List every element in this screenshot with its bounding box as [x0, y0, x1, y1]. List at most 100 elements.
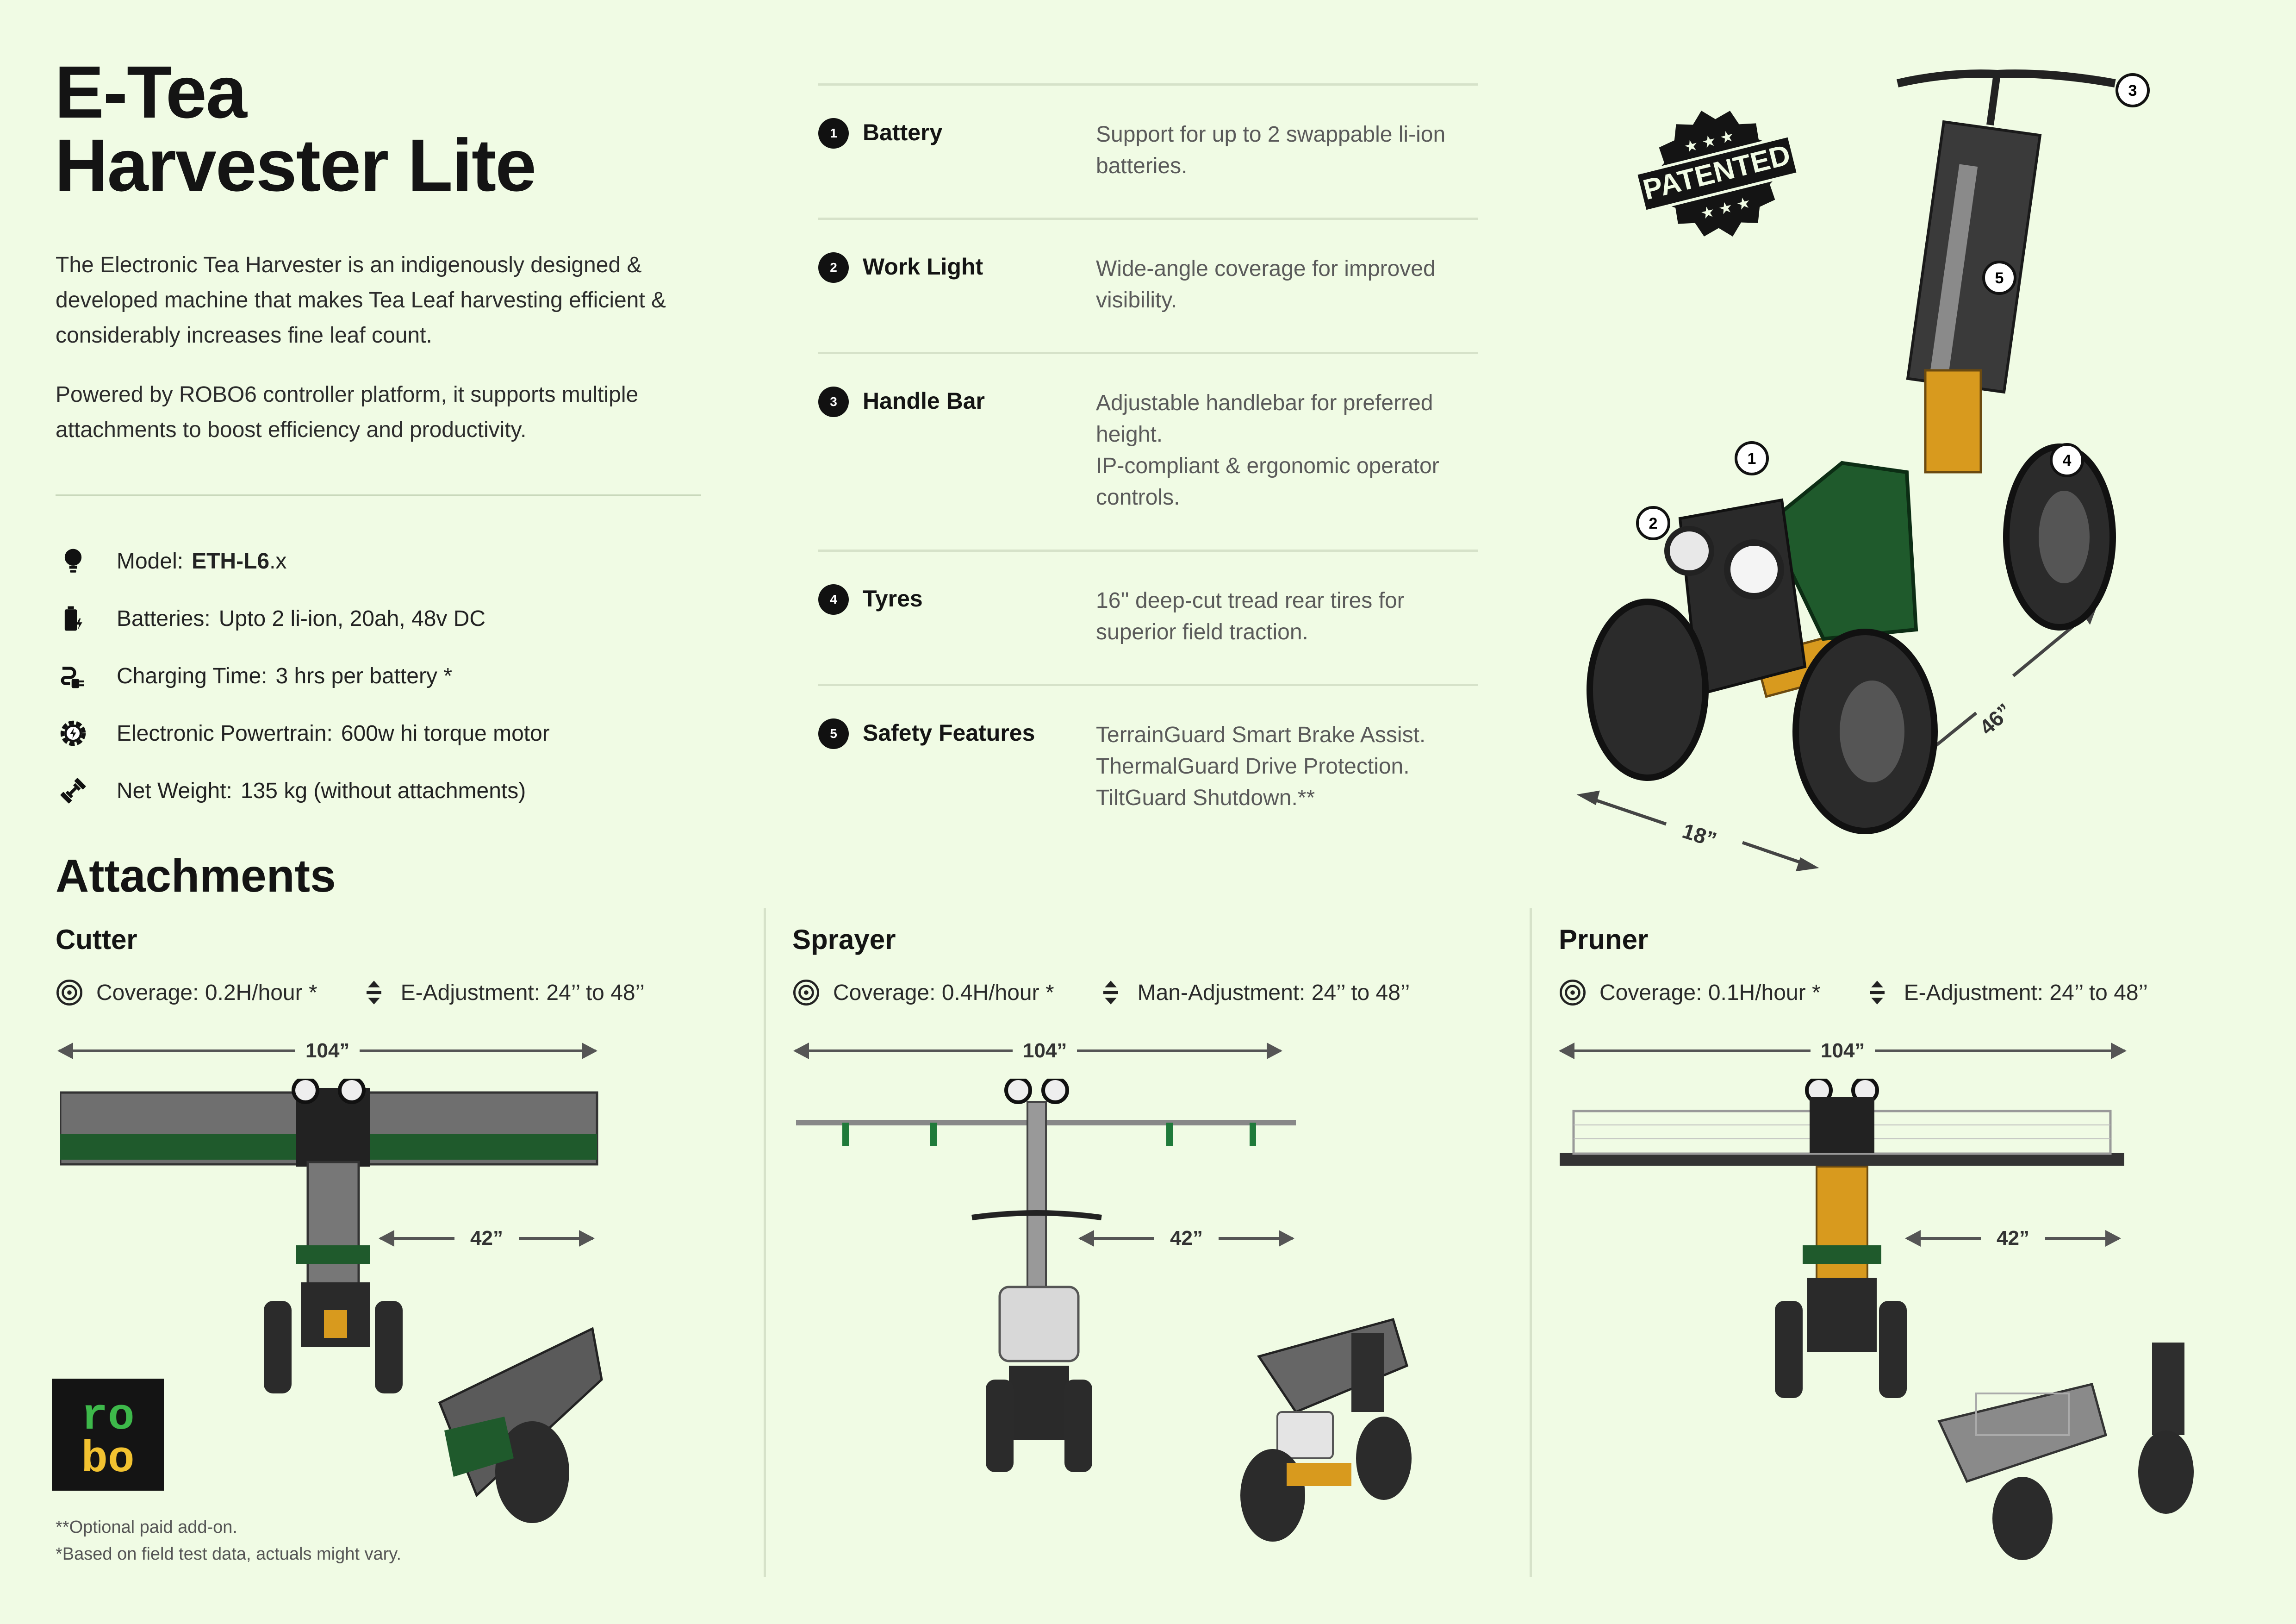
dimension-track-label: 42”: [1170, 1227, 1203, 1249]
track-dimension-sprayer: 42”: [1078, 1227, 1294, 1250]
feature-title: 5 Safety Features: [818, 718, 1096, 839]
feature-title: 1 Battery: [818, 118, 1096, 218]
hero-dim-height: 46”: [1975, 699, 2016, 739]
spec-powertrain: Electronic Powertrain: 600w hi torque mo…: [55, 705, 550, 762]
page-title: E-Tea Harvester Lite: [55, 50, 536, 206]
front-wheel-right: [1792, 629, 1938, 834]
charger-icon: [55, 657, 92, 694]
track-dimension-pruner: 42”: [1905, 1227, 2121, 1250]
feature-name: Battery: [863, 119, 943, 145]
handlebar-stem: [1986, 73, 2001, 126]
dimension-track-label: 42”: [1997, 1227, 2029, 1249]
adjustment-value: 24’’ to 48’’: [1311, 980, 1410, 1005]
front-wheel-left: [1587, 599, 1709, 781]
feature-title: 4 Tyres: [818, 584, 1096, 684]
adjustment-value: 24’’ to 48’’: [546, 980, 645, 1005]
battery-icon: [55, 600, 92, 637]
adjustment-label: E-Adjustment:: [400, 980, 541, 1005]
feature-battery: 1 Battery Support for up to 2 swappable …: [818, 86, 1478, 218]
height-adjust-icon: [1869, 981, 1885, 1005]
dimension-width-label: 104”: [305, 1039, 350, 1062]
hero-dim-width: 18”: [1680, 818, 1720, 852]
dumbbell-icon: [55, 772, 92, 809]
spec-model: Model: ETH-L6.x: [55, 532, 550, 590]
footnotes: **Optional paid add-on. *Based on field …: [56, 1514, 401, 1568]
coverage-icon: [56, 980, 82, 1006]
attachment-meta-sprayer: Coverage: 0.4H/hour * Man-Adjustment: 24…: [791, 978, 1410, 1007]
feature-tyres: 4 Tyres 16'' deep-cut tread rear tires f…: [818, 552, 1478, 684]
spec-label: Electronic Powertrain:: [117, 721, 333, 746]
title-line-1: E-Tea: [55, 50, 247, 133]
spec-label: Batteries:: [117, 606, 211, 631]
height-adjust-icon: [366, 981, 381, 1005]
spec-list: Model: ETH-L6.x Batteries: Upto 2 li-ion…: [55, 532, 550, 819]
logo-mark: ro bo: [81, 1392, 134, 1485]
feature-number: 2: [818, 252, 849, 283]
track-dimension-cutter: 42”: [379, 1227, 595, 1250]
feature-description: Adjustable handlebar for preferred heigh…: [1096, 391, 1439, 510]
attachment-name-cutter: Cutter: [56, 924, 137, 955]
gear-power-icon: [55, 715, 92, 752]
spec-value: ETH-L6.x: [192, 549, 286, 574]
spec-label: Net Weight:: [117, 778, 232, 803]
divider: [818, 83, 1478, 86]
frame-orange: [1924, 369, 1982, 474]
feature-number: 4: [818, 584, 849, 615]
attachment-meta-cutter: Coverage: 0.2H/hour * E-Adjustment: 24’’…: [55, 978, 645, 1007]
intro-paragraph-1: The Electronic Tea Harvester is an indig…: [56, 253, 666, 348]
width-dimension-sprayer: 104”: [793, 1039, 1300, 1062]
feature-title: 2 Work Light: [818, 252, 1096, 352]
column-divider: [1530, 908, 1532, 1577]
handlebar: [1897, 69, 2116, 87]
spec-value: Upto 2 li-ion, 20ah, 48v DC: [218, 606, 486, 631]
pruner-attachment-image: [1560, 1079, 2194, 1560]
adjustment-label: Man-Adjustment:: [1137, 980, 1306, 1005]
divider: [818, 218, 1478, 220]
title-line-2: Harvester Lite: [55, 124, 536, 206]
spec-value: 3 hrs per battery *: [275, 663, 452, 688]
feature-work-light: 2 Work Light Wide-angle coverage for imp…: [818, 220, 1478, 352]
feature-description: Wide-angle coverage for improved visibil…: [1096, 256, 1436, 312]
callout-1: 1: [1748, 450, 1756, 468]
width-dimension-cutter: 104”: [57, 1039, 601, 1062]
callout-4: 4: [2063, 452, 2072, 469]
model-suffix: .x: [269, 549, 287, 574]
feature-number: 5: [818, 718, 849, 749]
callout-markers: 3 5 1 4 2: [1636, 73, 2150, 540]
model-code: ETH-L6: [192, 549, 270, 574]
patented-seal: PATENTED ★ ★ ★ ★ ★ ★: [1634, 111, 1800, 237]
callout-5: 5: [1995, 269, 2004, 287]
spec-charging-time: Charging Time: 3 hrs per battery *: [55, 647, 550, 705]
feature-description: 16'' deep-cut tread rear tires for super…: [1096, 588, 1405, 644]
intro-paragraph-2: Powered by ROBO6 controller platform, it…: [56, 382, 639, 442]
footnote-2: *Based on field test data, actuals might…: [56, 1544, 402, 1564]
coverage-label: Coverage:: [96, 980, 199, 1005]
intro-text: The Electronic Tea Harvester is an indig…: [56, 248, 727, 472]
rear-wheel: [2003, 443, 2116, 631]
coverage-value: 0.1H/hour *: [1708, 980, 1821, 1005]
cutter-attachment-image: [60, 1079, 603, 1523]
feature-description: Support for up to 2 swappable li-ion bat…: [1096, 122, 1446, 178]
feature-description: TerrainGuard Smart Brake Assist. Thermal…: [1096, 723, 1426, 810]
coverage-label: Coverage:: [1599, 980, 1702, 1005]
feature-name: Safety Features: [863, 720, 1035, 746]
feature-name: Work Light: [863, 254, 983, 280]
attachment-meta-pruner: Coverage: 0.1H/hour * E-Adjustment: 24’’…: [1558, 978, 2148, 1007]
spec-batteries: Batteries: Upto 2 li-ion, 20ah, 48v DC: [55, 590, 550, 647]
spec-label: Charging Time:: [117, 663, 268, 688]
spec-value: 600w hi torque motor: [341, 721, 550, 746]
adjustment-value: 24’’ to 48’’: [2049, 980, 2148, 1005]
divider: [818, 684, 1478, 686]
column-divider: [764, 908, 766, 1577]
dimension-track-label: 42”: [470, 1227, 503, 1249]
footnote-1: **Optional paid add-on.: [56, 1518, 237, 1537]
spec-label: Model:: [117, 549, 184, 574]
coverage-value: 0.4H/hour *: [941, 980, 1054, 1005]
spec-net-weight: Net Weight: 135 kg (without attachments): [55, 762, 550, 819]
attachments-heading: Attachments: [56, 850, 336, 902]
callout-2: 2: [1649, 515, 1658, 532]
attachment-name-pruner: Pruner: [1559, 924, 1649, 955]
feature-name: Tyres: [863, 586, 923, 612]
battery-housing-green: [1766, 461, 1918, 641]
battery-column: [1906, 120, 2042, 394]
